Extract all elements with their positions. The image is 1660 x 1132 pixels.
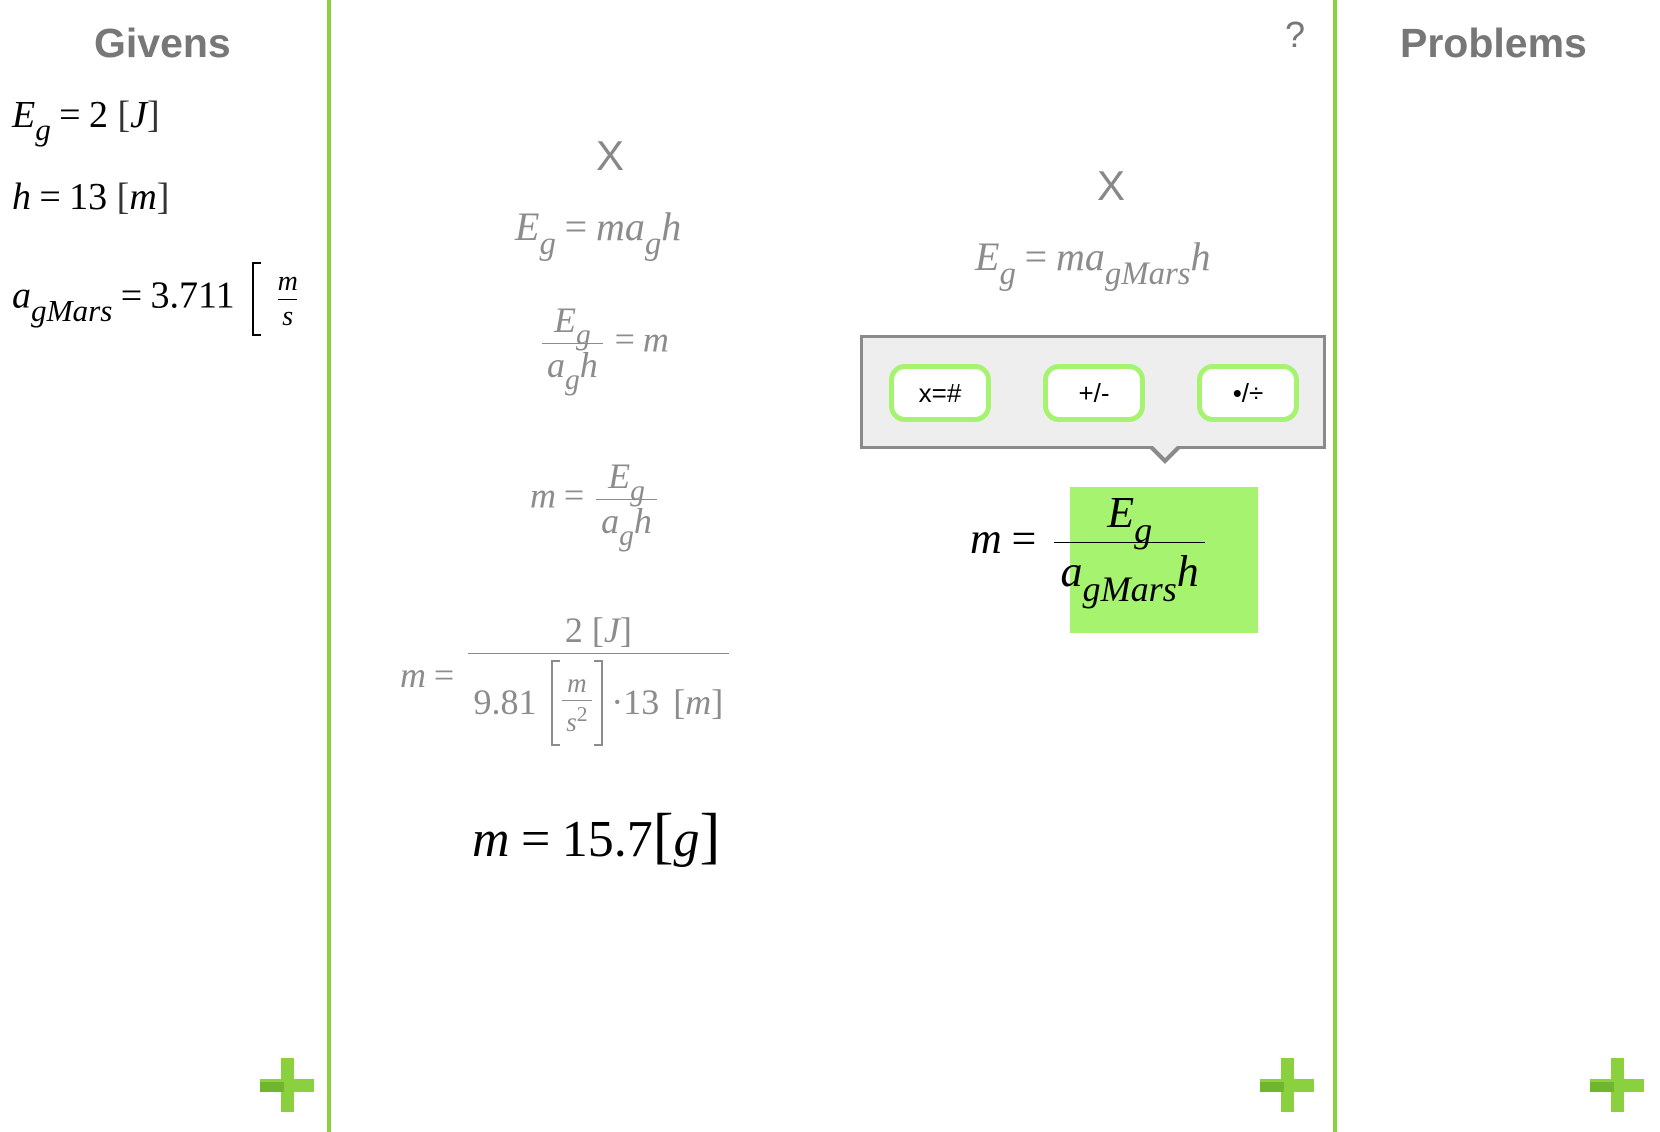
selected-term-highlight[interactable]: [1070, 487, 1258, 633]
given-accel-symbol: a: [12, 274, 31, 317]
solve-for-button[interactable]: x=#: [889, 364, 991, 422]
equals-sign: =: [39, 176, 61, 218]
unit-bracket-left: [252, 262, 262, 336]
given-accel-value: 3.711: [150, 274, 235, 317]
solution2-formula[interactable]: Eg=magMarsh: [975, 234, 1211, 292]
right-divider[interactable]: [1333, 0, 1337, 1132]
equals-sign: =: [59, 94, 81, 136]
add-solution-plus-icon[interactable]: [1260, 1058, 1314, 1112]
multiply-divide-button[interactable]: •/÷: [1197, 364, 1299, 422]
operation-toolbar: x=# +/- •/÷: [860, 335, 1326, 449]
given-height-unit: m: [129, 176, 157, 218]
given-height-value: 13: [69, 176, 108, 218]
problems-title: Problems: [1400, 20, 1587, 66]
add-given-plus-icon[interactable]: [260, 1058, 314, 1112]
equals-sign: =: [120, 274, 143, 317]
given-energy-unit: J: [130, 94, 147, 136]
givens-title: Givens: [94, 20, 231, 66]
given-energy-value: 2: [88, 94, 108, 136]
add-subtract-button[interactable]: +/-: [1043, 364, 1145, 422]
given-height[interactable]: h=13 [m]: [12, 176, 170, 218]
add-problem-plus-icon[interactable]: [1590, 1058, 1644, 1112]
given-height-symbol: h: [12, 176, 31, 218]
given-energy[interactable]: Eg=2 [J]: [12, 94, 160, 148]
close-icon[interactable]: X: [596, 132, 625, 179]
given-energy-sub: g: [35, 112, 51, 148]
help-icon[interactable]: ?: [1285, 14, 1306, 55]
solution1-formula[interactable]: Eg=magh: [515, 204, 682, 262]
given-accel-sub: gMars: [31, 292, 113, 328]
solution1-result[interactable]: m=15.7[g]: [472, 801, 721, 870]
toolbar-caret-inner: [1151, 444, 1179, 458]
close-icon[interactable]: X: [1097, 162, 1126, 209]
left-divider[interactable]: [327, 0, 331, 1132]
given-energy-symbol: E: [12, 94, 36, 136]
